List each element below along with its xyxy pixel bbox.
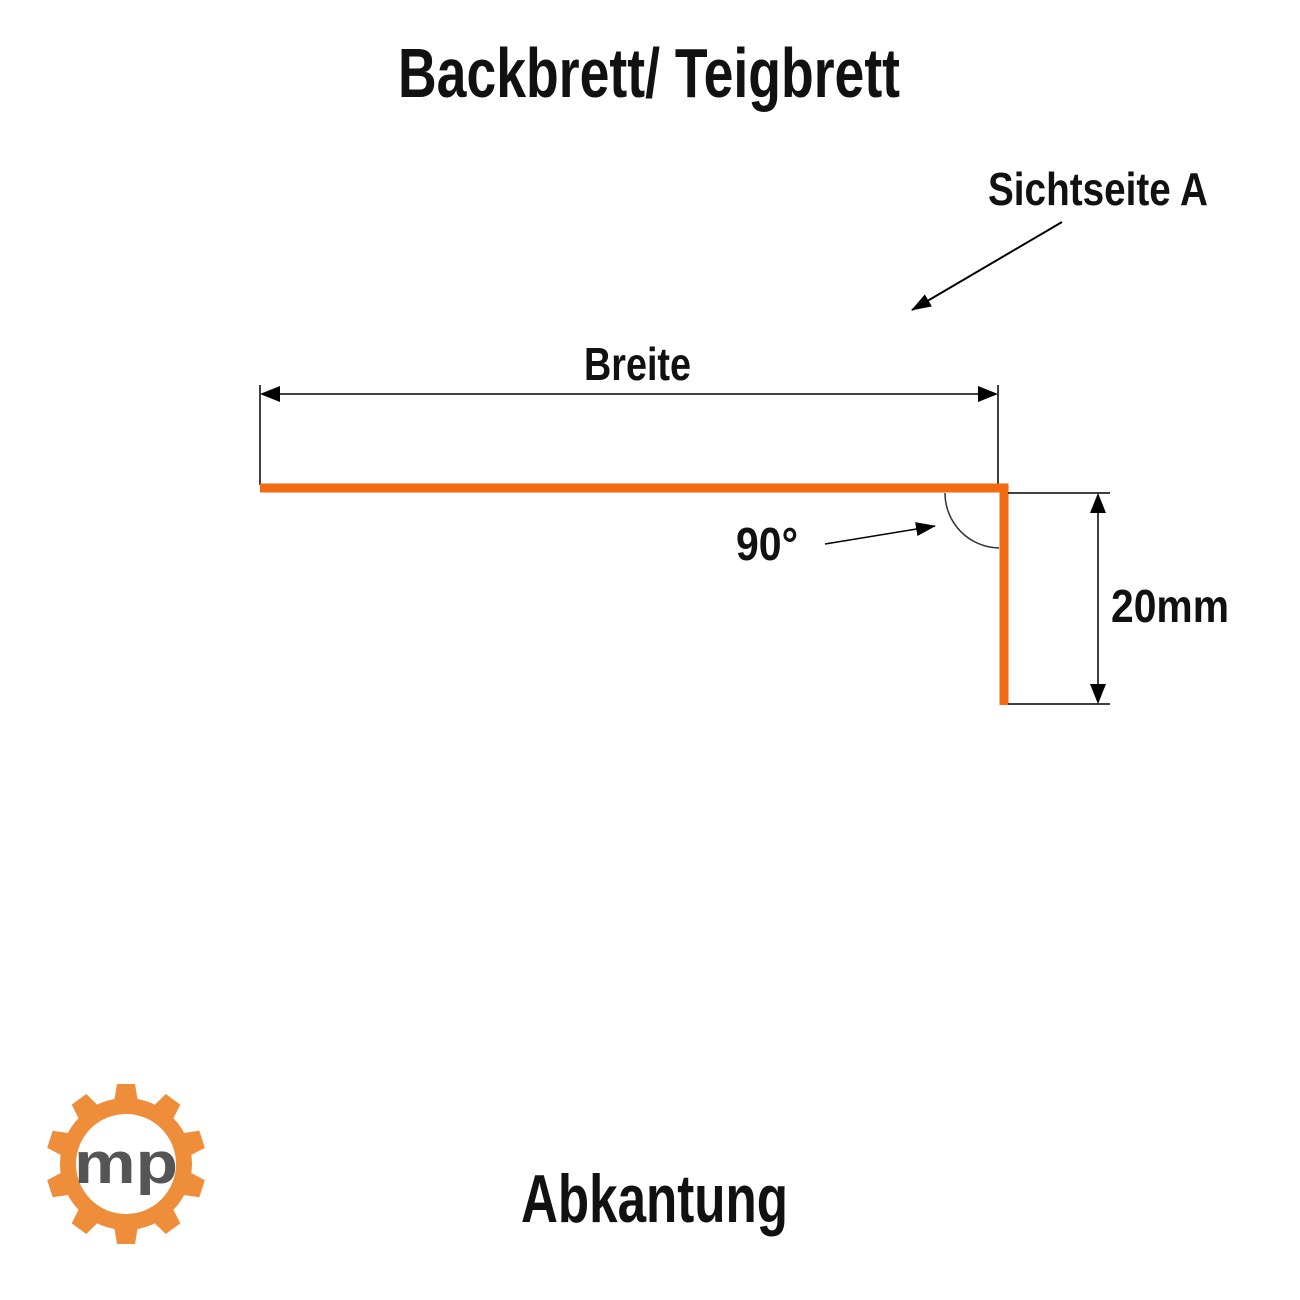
angle-arrow xyxy=(824,522,936,545)
gear-tooth xyxy=(114,1084,138,1102)
gear-tooth xyxy=(181,1171,205,1198)
gear-tooth xyxy=(181,1130,205,1157)
width-arrow-right xyxy=(978,386,998,402)
gear-tooth xyxy=(71,1093,100,1121)
gear-tooth xyxy=(152,1207,181,1235)
flange-arrow-bottom xyxy=(1090,684,1106,704)
width-arrow-left xyxy=(260,386,280,402)
gear-tooth xyxy=(47,1130,71,1157)
diagram-title: Backbrett/ Teigbrett xyxy=(398,34,900,112)
visible-side-label: Sichtseite A xyxy=(988,163,1208,215)
gear-tooth xyxy=(114,1226,138,1244)
width-label: Breite xyxy=(584,338,691,390)
gear-tooth xyxy=(71,1207,100,1235)
flange-arrow-top xyxy=(1090,493,1106,513)
sheet-profile xyxy=(260,483,1009,705)
angle-arc xyxy=(944,492,1000,549)
gear-tooth xyxy=(47,1171,71,1198)
flange-label: 20mm xyxy=(1111,580,1229,632)
gear-tooth xyxy=(152,1093,181,1121)
visible-side-arrow xyxy=(911,221,1063,311)
caption: Abkantung xyxy=(521,1161,788,1237)
logo-text: mp xyxy=(74,1131,178,1196)
angle-label: 90° xyxy=(736,518,798,570)
logo-gear-icon xyxy=(47,1084,205,1244)
